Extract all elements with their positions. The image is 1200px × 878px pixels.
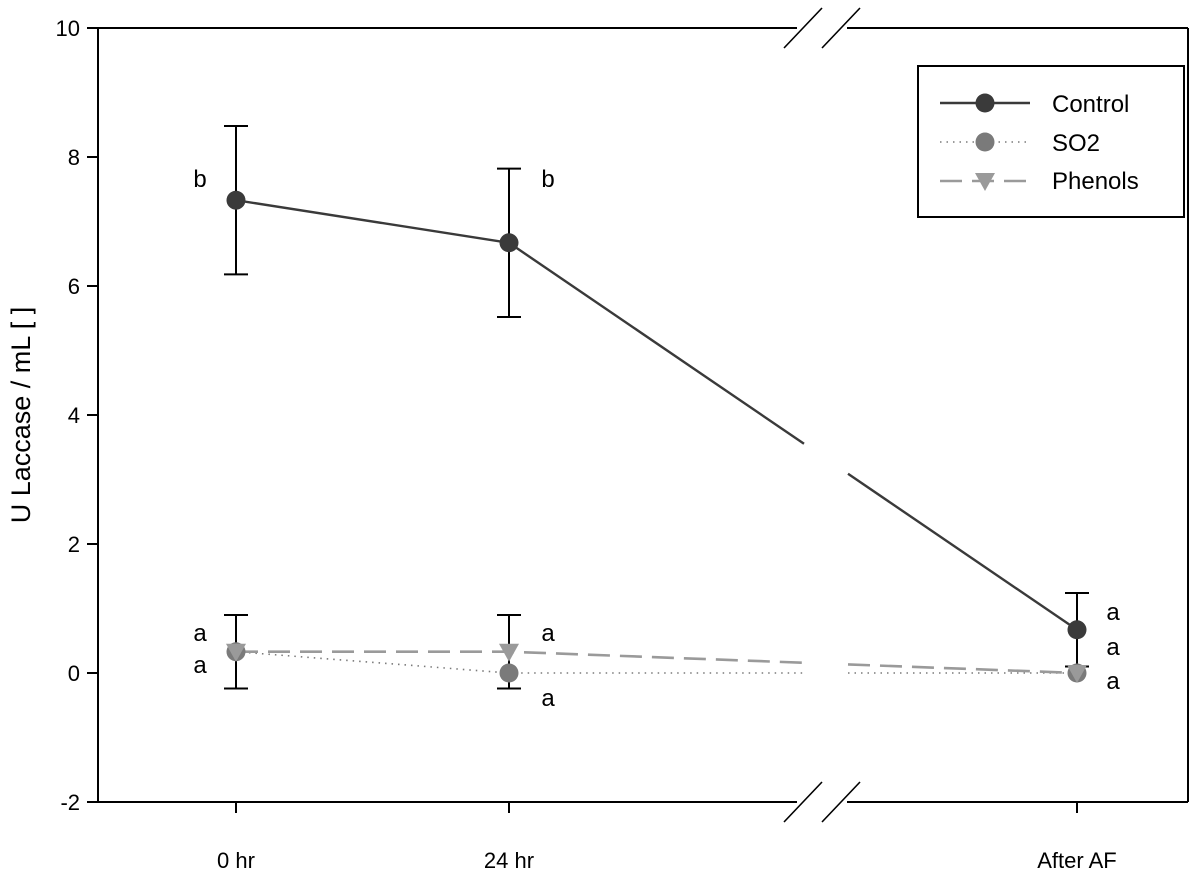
axis-break-mark-bottom-2 [821,781,861,823]
significance-letter: a [1106,634,1120,661]
y-tick-label: -2 [60,790,80,815]
axis-break-mark-top-2 [821,7,861,49]
x-axis-ticks [235,802,1078,813]
y-tick-label: 4 [68,403,80,428]
y-tick-label: 8 [68,145,80,170]
y-tick-label: 6 [68,274,80,299]
significance-letter: b [193,166,206,193]
legend-marker-phenols [975,173,995,191]
axis-break-mark-bottom-1 [783,781,823,823]
significance-letter: a [193,652,207,679]
x-axis-tick-labels: 0 hr 24 hr After AF [217,848,1117,873]
y-axis-label: U Laccase / mL [ ] [6,307,36,524]
significance-letter: a [1106,599,1120,626]
significance-letter: b [541,166,554,193]
legend-marker-control [975,93,995,113]
x-tick-label: 0 hr [217,848,255,873]
legend-label-control: Control [1052,91,1129,118]
series-line-phenols [847,663,1078,675]
y-axis-tick-labels: -2 0 2 4 6 8 10 [56,16,80,815]
legend-samples [940,93,1030,191]
x-tick-label: 24 hr [484,848,534,873]
y-axis-ticks [87,27,98,803]
data-point-control [499,233,519,253]
x-tick-label: After AF [1037,848,1116,873]
data-point-control [226,190,246,210]
legend-marker-so2 [975,132,995,152]
axis-break-mark-top-1 [783,7,823,49]
data-point-phenols [499,643,519,662]
y-tick-label: 2 [68,532,80,557]
legend-label-so2: SO2 [1052,130,1100,157]
y-tick-label: 0 [68,661,80,686]
data-markers [226,190,1087,683]
significance-letter: a [193,620,207,647]
legend: Control SO2 Phenols [917,65,1185,218]
series-line-control [847,472,1078,631]
significance-letter: a [541,685,555,712]
data-point-phenols [226,643,246,662]
legend-box [917,65,1185,218]
data-point-control [1067,620,1087,640]
data-point-so2 [499,663,519,683]
y-tick-label: 10 [56,16,80,41]
significance-letter: a [541,620,555,647]
significance-letter: a [1106,668,1120,695]
data-point-phenols [1067,665,1087,683]
legend-label-phenols: Phenols [1052,168,1139,195]
